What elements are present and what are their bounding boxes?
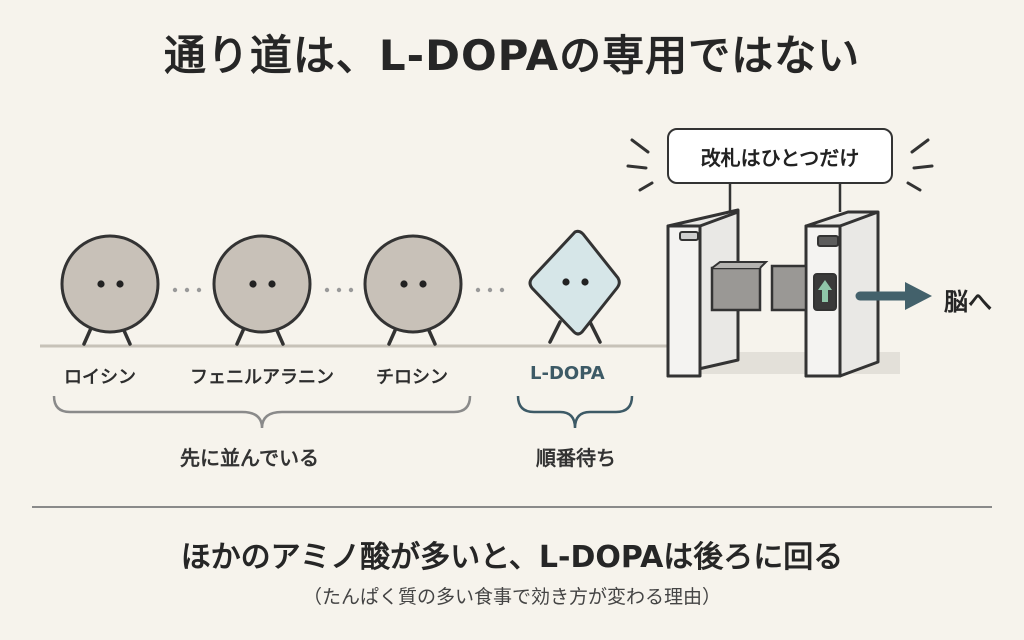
divider [32, 506, 992, 508]
bubble-tails [728, 184, 842, 212]
molecule-phenylalanine [212, 234, 312, 346]
caption-ahead: 先に並んでいる [180, 446, 319, 470]
brace-ahead [52, 395, 472, 429]
destination-label: 脳へ [944, 288, 992, 316]
label-phenylalanine: フェニルアラニン [190, 367, 334, 388]
label-leucine: ロイシン [64, 367, 136, 388]
caption-waiting: 順番待ち [536, 446, 616, 470]
molecule-ldopa [528, 229, 621, 344]
bottom-subtitle: （たんぱく質の多い食事で効き方が変わる理由） [302, 586, 721, 608]
queue-dots-2 [324, 287, 354, 293]
gate-speech-bubble: 改札はひとつだけ [667, 128, 893, 184]
brace-waiting [516, 395, 634, 429]
queue-dots-1 [172, 287, 202, 293]
burst-lines-icon [626, 138, 934, 192]
page-title: 通り道は、L-DOPAの専用ではない [163, 31, 861, 80]
molecule-tyrosine [363, 234, 463, 346]
label-ldopa: L-DOPA [530, 363, 605, 384]
label-tyrosine: チロシン [376, 367, 448, 388]
molecule-leucine [60, 234, 160, 346]
ticket-gate [666, 208, 900, 378]
up-arrow-icon [818, 280, 832, 302]
queue-dots-3 [475, 287, 505, 293]
bottom-headline: ほかのアミノ酸が多いと、L-DOPAは後ろに回る [180, 540, 844, 575]
right-arrow-icon [855, 282, 932, 310]
